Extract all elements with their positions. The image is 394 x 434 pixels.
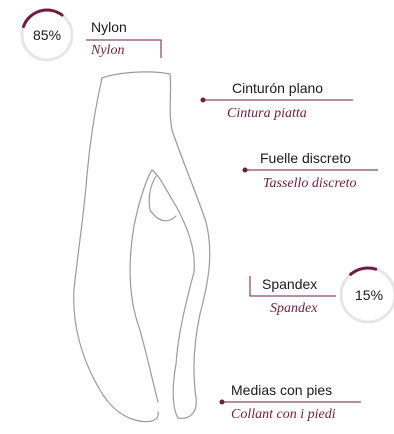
- footed-tights-label-it: Collant con i piedi: [231, 407, 336, 422]
- spandex-percent-ring: [339, 266, 394, 324]
- nylon-label-it: Nylon: [91, 43, 125, 58]
- nylon-percent-label: 85%: [33, 27, 62, 43]
- flat-waistband-label-it: Cintura piatta: [227, 106, 307, 121]
- flat-waistband-label-es: Cinturón plano: [232, 80, 324, 96]
- nylon-label-es: Nylon: [91, 19, 127, 35]
- spandex-percent-label: 15%: [355, 287, 384, 303]
- tights-outline: [73, 71, 211, 423]
- spandex-label-es: Spandex: [262, 276, 318, 292]
- discreet-gusset-label-es: Fuelle discreto: [260, 150, 352, 166]
- leader-lines: [86, 39, 378, 403]
- nylon-percent-ring: [20, 8, 74, 62]
- footed-tights-label-es: Medias con pies: [231, 382, 333, 398]
- discreet-gusset-label-it: Tassello discreto: [263, 176, 357, 191]
- spandex-label-it: Spandex: [270, 301, 318, 316]
- leader-dots: [200, 97, 248, 405]
